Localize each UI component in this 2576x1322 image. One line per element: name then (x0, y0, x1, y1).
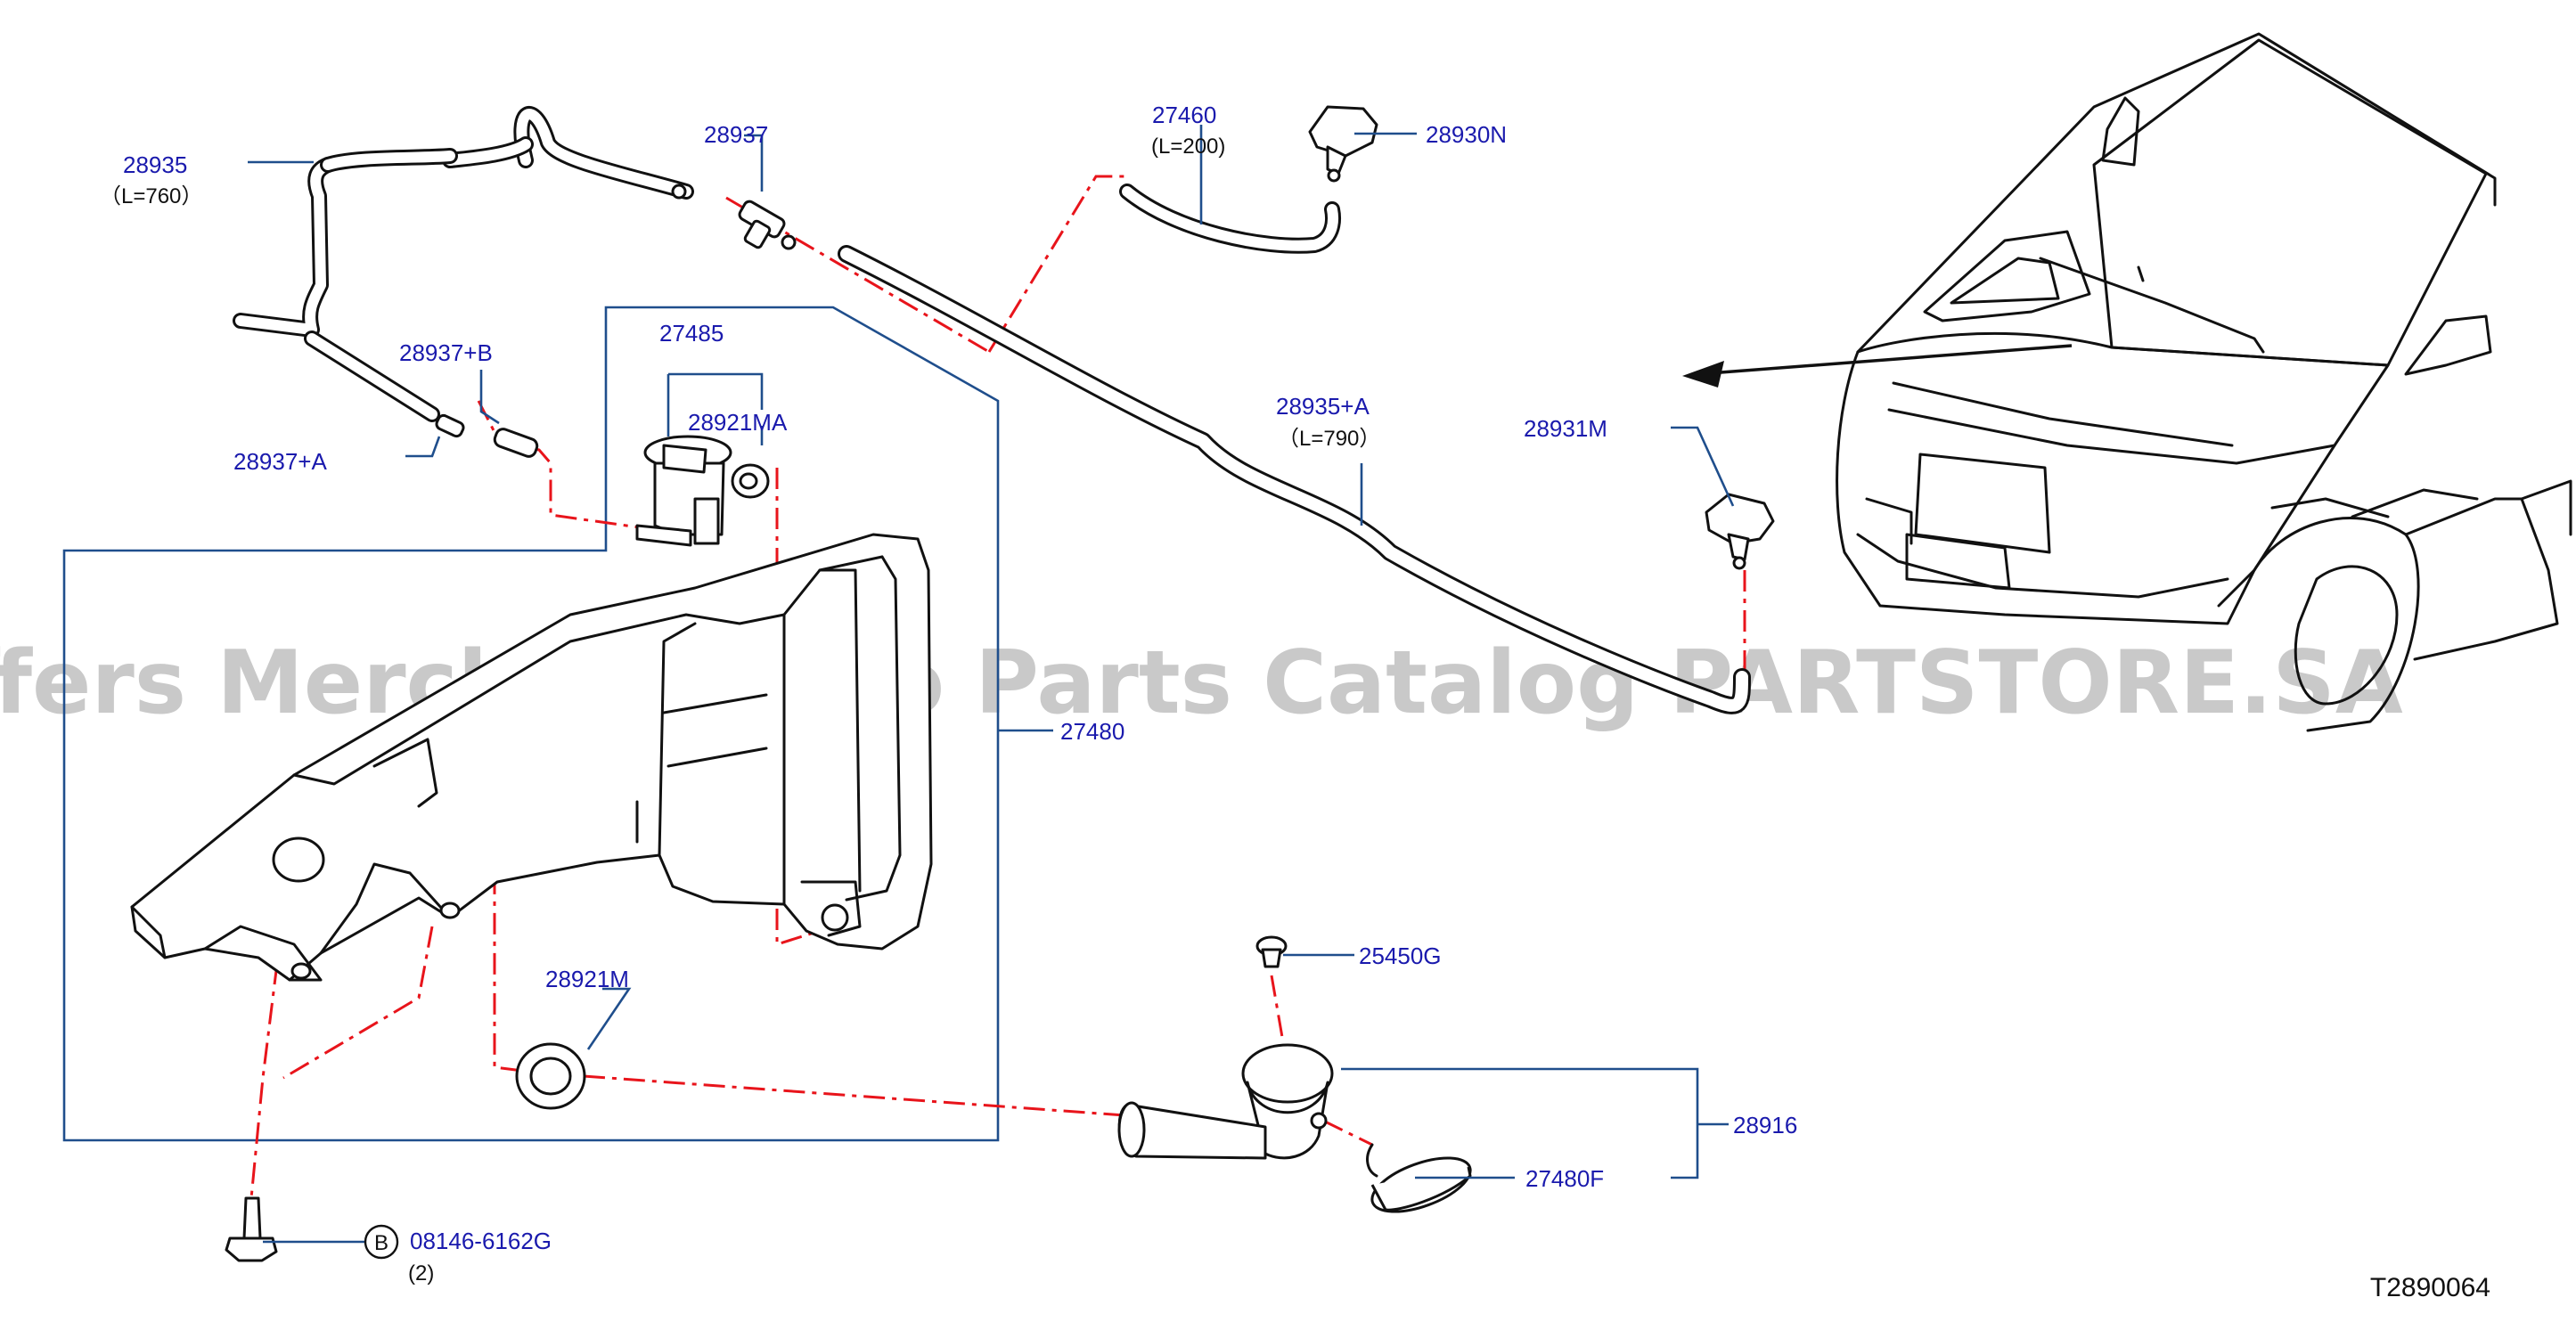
label-28935-a-length: （L=790） (1278, 427, 1380, 451)
label-bolt-quantity: (2) (408, 1261, 434, 1285)
hose-28935-a (838, 245, 1751, 714)
connector-28937 (671, 184, 797, 250)
diagram-code: T2890064 (2370, 1273, 2490, 1302)
bolt-callout-circle (364, 1224, 399, 1260)
label-28935-a[interactable]: 28935+A (1276, 393, 1370, 420)
vehicle-front-sketch (1836, 32, 2572, 732)
leader-lines (248, 125, 1735, 1244)
hose-28935 (233, 106, 694, 422)
label-28937-b[interactable]: 28937+B (399, 339, 493, 366)
label-28930n[interactable]: 28930N (1426, 121, 1507, 148)
nozzle-28931m (1705, 493, 1775, 570)
bolt-08146-6162g (225, 1196, 278, 1262)
connector-28937-b (493, 428, 539, 458)
assembly-brackets (62, 306, 1729, 1179)
label-27480[interactable]: 27480 (1060, 718, 1124, 745)
bolt-callout-letter: B (374, 1231, 388, 1255)
washer-tank-27480 (130, 533, 933, 982)
nozzle-28930n (1308, 105, 1378, 183)
connector-28937-a (435, 413, 465, 438)
label-28921m[interactable]: 28921M (545, 966, 629, 992)
label-28921ma[interactable]: 28921MA (688, 409, 788, 436)
grommet-28921ma (731, 463, 770, 499)
label-25450g[interactable]: 25450G (1359, 943, 1442, 969)
plug-25450g (1255, 935, 1288, 968)
location-arrow (1682, 344, 2073, 388)
washer-pump-27485 (635, 435, 732, 547)
label-08146-6162g[interactable]: 08146-6162G (410, 1228, 552, 1254)
label-27480f[interactable]: 27480F (1525, 1165, 1604, 1192)
label-27460-length: (L=200) (1151, 135, 1225, 159)
label-28937[interactable]: 28937 (704, 121, 768, 148)
filler-cap-27480f (1366, 1143, 1472, 1213)
label-28916[interactable]: 28916 (1733, 1112, 1797, 1138)
grommet-28921m (515, 1042, 586, 1110)
label-28935[interactable]: 28935 (123, 151, 187, 178)
label-28937-a[interactable]: 28937+A (233, 448, 327, 475)
label-27460[interactable]: 27460 (1152, 102, 1216, 128)
watermark: Offers Merchant Auto Parts Catalog PARTS… (0, 632, 2403, 734)
part-labels: 28935 （L=760） 28937 28937+B 28937+A 2748… (100, 102, 1797, 1285)
label-27485[interactable]: 27485 (659, 320, 724, 347)
label-28931m[interactable]: 28931M (1524, 415, 1607, 442)
label-28935-length: （L=760） (100, 184, 202, 208)
filler-neck-28916 (1117, 1043, 1334, 1160)
hose-27460 (1119, 184, 1341, 254)
